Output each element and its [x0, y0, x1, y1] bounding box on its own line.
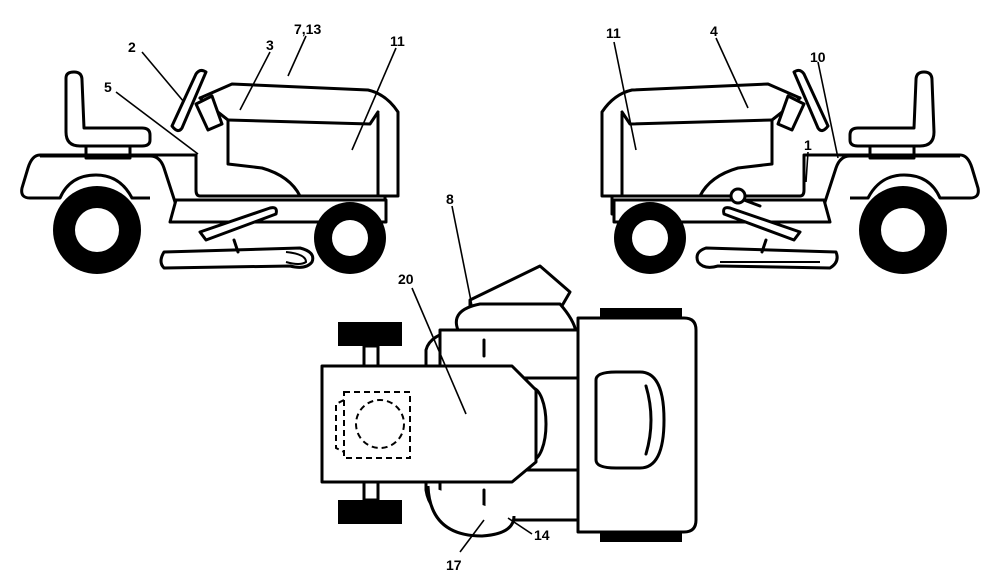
callout-14: 14 [534, 527, 550, 543]
rear-fender-top [320, 364, 538, 484]
callout-2: 2 [128, 39, 136, 55]
steering-wheel-left [170, 68, 208, 133]
tractor-right-side-view [600, 68, 980, 274]
callout-5: 5 [104, 79, 112, 95]
mower-deck-left [159, 246, 315, 270]
callout-1: 1 [804, 137, 812, 153]
callout-labels: 2 5 3 7,13 11 11 4 10 1 8 20 17 14 [104, 21, 826, 573]
steering-column-left [194, 94, 224, 132]
callout-17: 17 [446, 557, 462, 573]
callout-20: 20 [398, 271, 414, 287]
seat-outline-top [343, 391, 411, 459]
top-wheel-rear-lower [338, 500, 402, 524]
deck-lift-right [722, 206, 802, 242]
mower-deck-right [695, 246, 839, 270]
callout-10: 10 [810, 49, 826, 65]
hood-grille-top [594, 370, 666, 470]
callout-4: 4 [710, 23, 718, 39]
leader-lines [115, 35, 839, 553]
tractor-top-view [320, 264, 698, 542]
ignition-key-icon [729, 187, 747, 205]
seat-right [848, 70, 936, 148]
deck-lift-left [198, 206, 278, 242]
hood-right [600, 82, 802, 198]
steering-wheel-right [792, 68, 830, 133]
callout-7-13: 7,13 [294, 21, 321, 37]
callout-8: 8 [446, 191, 454, 207]
hood-left [198, 82, 400, 198]
top-wheel-rear-upper [338, 322, 402, 346]
steering-column-right [776, 94, 806, 132]
tractor-left-side-view [20, 68, 400, 274]
callout-3: 3 [266, 37, 274, 53]
callout-11-right: 11 [606, 25, 621, 41]
callout-11-left: 11 [390, 33, 405, 49]
seat-left [64, 70, 152, 148]
